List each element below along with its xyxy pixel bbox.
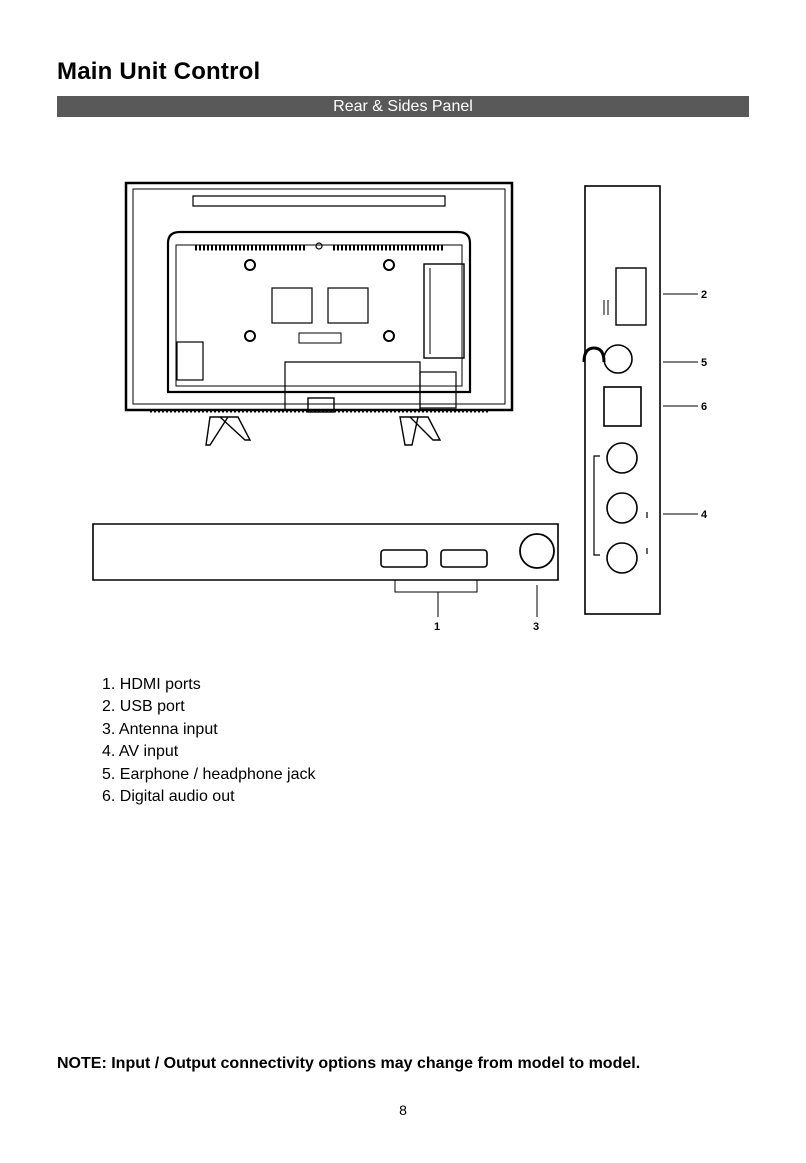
- list-item: 2. USB port: [102, 696, 316, 718]
- port-list: 1. HDMI ports 2. USB port 3. Antenna inp…: [102, 674, 316, 808]
- stand-right: [400, 417, 440, 445]
- tv-bottom-view: [93, 524, 558, 592]
- callout-6: 6: [701, 401, 707, 413]
- list-item: 1. HDMI ports: [102, 674, 316, 696]
- callout-3: 3: [533, 621, 539, 633]
- callout-5: 5: [701, 357, 707, 369]
- tv-back-housing: [168, 232, 470, 392]
- callout-1: 1: [434, 621, 440, 633]
- list-item: 4. AV input: [102, 741, 316, 763]
- side-view-frame: [585, 186, 660, 614]
- list-item: 5. Earphone / headphone jack: [102, 764, 316, 786]
- note-text: NOTE: Input / Output connectivity option…: [57, 1055, 640, 1073]
- callout-4: 4: [701, 509, 708, 521]
- callout-2: 2: [701, 289, 707, 301]
- hdmi-bracket: [395, 580, 477, 592]
- page-number: 8: [0, 1102, 806, 1118]
- bottom-view-frame: [93, 524, 558, 580]
- stand-left: [206, 417, 250, 445]
- list-item: 6. Digital audio out: [102, 786, 316, 808]
- tv-side-view: [584, 186, 660, 614]
- rear-sides-diagram: 1 3 2 5 6 4: [0, 0, 806, 660]
- tv-rear-view: [126, 183, 512, 445]
- list-item: 3. Antenna input: [102, 719, 316, 741]
